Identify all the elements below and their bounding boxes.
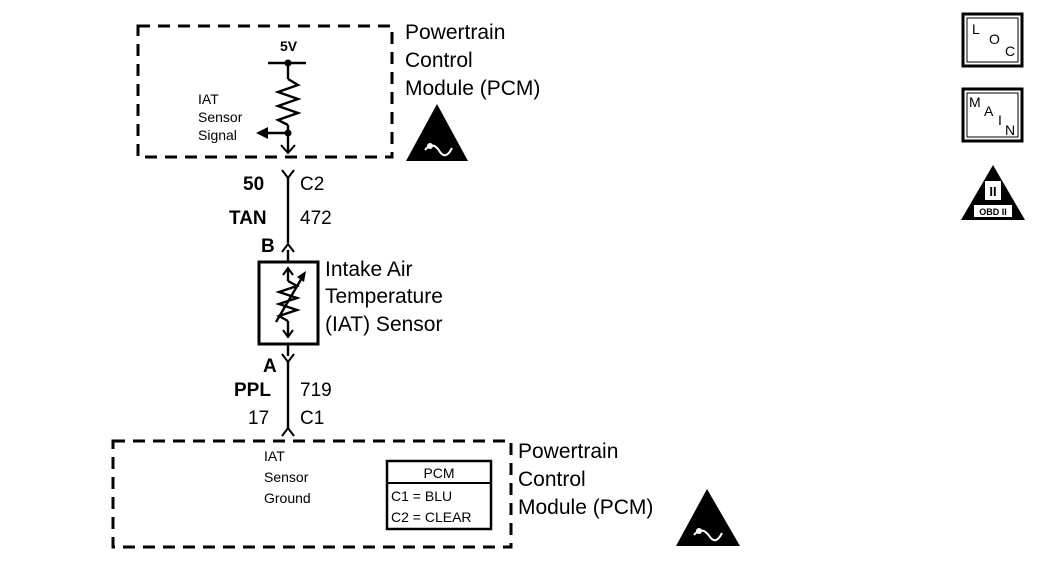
legend-header: PCM xyxy=(423,465,454,481)
pcm-connector-legend: PCM C1 = BLU C2 = CLEAR xyxy=(385,459,493,531)
sensor-pin-a-label: A xyxy=(263,356,277,377)
svg-text:Temperature: Temperature xyxy=(325,285,443,308)
svg-text:IAT: IAT xyxy=(264,448,285,464)
signal-arrow-icon xyxy=(256,127,268,139)
connector-c1-symbol xyxy=(281,426,295,437)
svg-text:Powertrain: Powertrain xyxy=(518,440,618,463)
wire-color-tan: TAN xyxy=(229,208,267,229)
legend-row-c1: C1 = BLU xyxy=(391,488,452,504)
connector-c2-label: C2 xyxy=(300,174,324,195)
pin-50-label: 50 xyxy=(243,174,264,195)
svg-text:II: II xyxy=(989,184,996,199)
svg-text:Module (PCM): Module (PCM) xyxy=(518,496,653,519)
iat-sensor-label: Intake Air Temperature (IAT) Sensor xyxy=(325,258,443,336)
legend-row-c2: C2 = CLEAR xyxy=(391,509,472,525)
svg-text:IAT: IAT xyxy=(198,91,219,107)
svg-text:M: M xyxy=(969,94,981,110)
circuit-472-label: 472 xyxy=(300,208,332,229)
svg-text:Control: Control xyxy=(405,49,473,72)
circuit-719-label: 719 xyxy=(300,380,332,401)
main-icon[interactable]: M A I N xyxy=(961,87,1024,143)
obd-ii-icon[interactable]: II OBD II xyxy=(961,165,1025,220)
pin-b-connector-symbol xyxy=(281,242,295,253)
svg-text:Module (PCM): Module (PCM) xyxy=(405,77,540,100)
svg-text:N: N xyxy=(1005,122,1015,138)
pcm-bottom-dashed-boundary xyxy=(111,439,513,549)
svg-text:L: L xyxy=(972,21,980,37)
wire-color-ppl: PPL xyxy=(234,380,271,401)
svg-text:Control: Control xyxy=(518,468,586,491)
pin-arrow-down-icon xyxy=(280,144,296,155)
svg-text:Sensor: Sensor xyxy=(264,469,309,485)
variable-resistor-arrow xyxy=(274,275,305,323)
svg-text:O: O xyxy=(989,31,1000,47)
connector-c1-label: C1 xyxy=(300,408,324,429)
svg-text:Intake Air: Intake Air xyxy=(325,258,413,281)
svg-text:A: A xyxy=(984,103,994,119)
svg-text:OBD II: OBD II xyxy=(979,207,1007,217)
pcm-bottom-title: Powertrain Control Module (PCM) xyxy=(518,440,653,519)
svg-text:Signal: Signal xyxy=(198,127,237,143)
esd-warning-icon xyxy=(676,489,740,546)
iat-ground-label: IAT Sensor Ground xyxy=(264,448,311,506)
pcm-top-dashed-boundary xyxy=(136,24,394,159)
connector-c2-symbol xyxy=(281,169,295,180)
svg-text:Powertrain: Powertrain xyxy=(405,21,505,44)
loc-icon[interactable]: L O C xyxy=(961,12,1024,68)
pcm-top-title: Powertrain Control Module (PCM) xyxy=(405,21,540,100)
svg-text:I: I xyxy=(998,112,1002,128)
esd-warning-icon xyxy=(406,104,468,161)
voltage-label: 5V xyxy=(280,38,298,54)
pin-17-label: 17 xyxy=(248,408,269,429)
svg-text:Ground: Ground xyxy=(264,490,311,506)
svg-text:C: C xyxy=(1005,43,1015,59)
svg-text:Sensor: Sensor xyxy=(198,109,243,125)
svg-text:(IAT) Sensor: (IAT) Sensor xyxy=(325,313,442,336)
pullup-resistor xyxy=(274,77,302,127)
iat-signal-label: IAT Sensor Signal xyxy=(198,91,243,143)
sensor-pin-b-label: B xyxy=(261,236,275,257)
